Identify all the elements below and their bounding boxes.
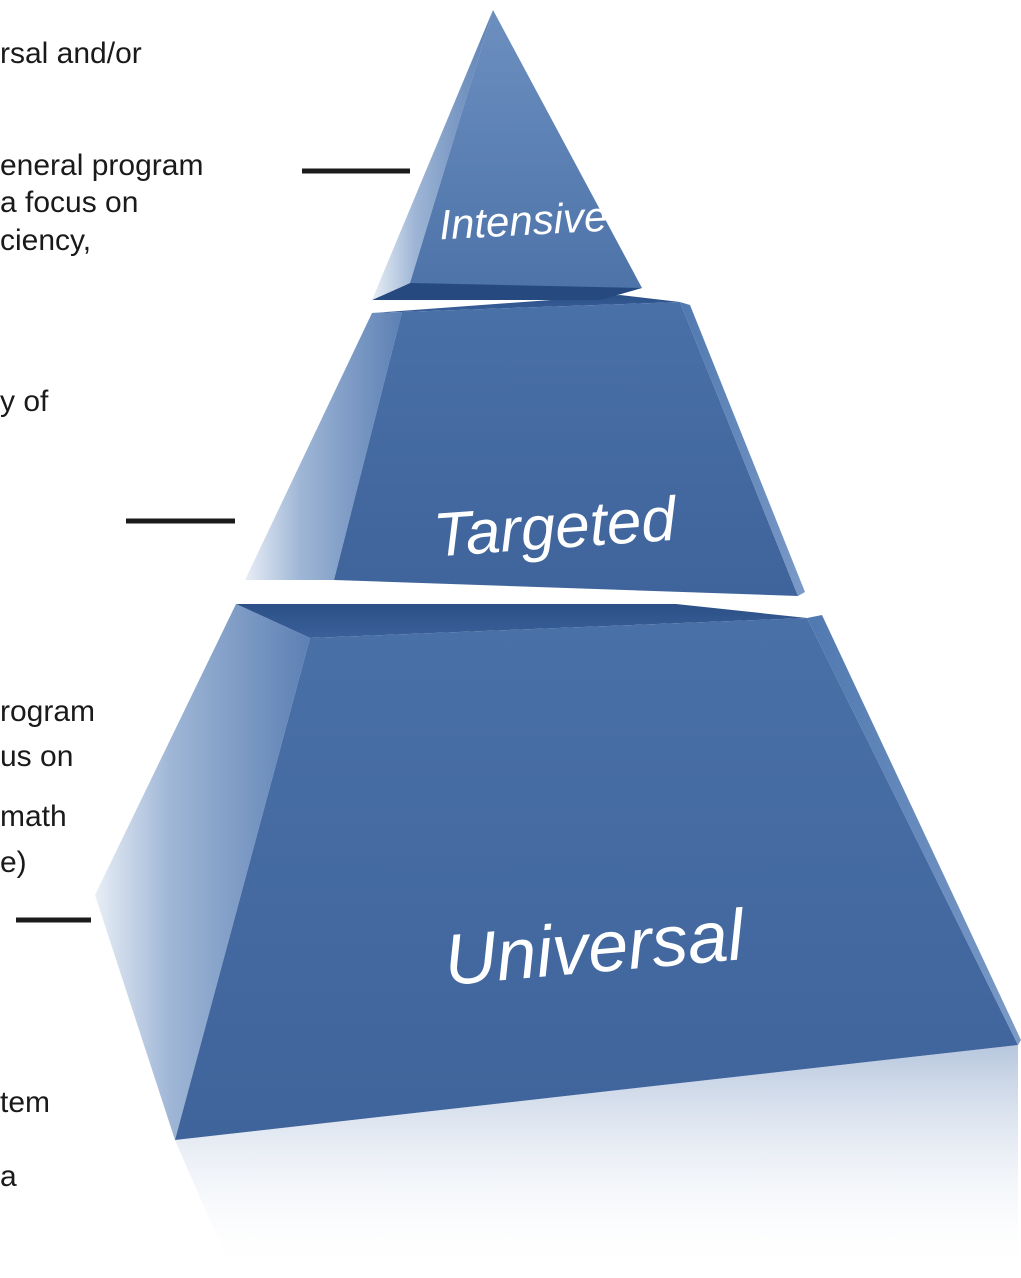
intensive-base-face	[372, 283, 642, 300]
text-fragment-7: us on	[0, 740, 74, 773]
tier-intensive: Intensive	[372, 10, 642, 300]
text-fragment-10: tem	[0, 1086, 51, 1119]
pyramid-reflection	[175, 1045, 1018, 1278]
universal-top-face	[236, 604, 807, 638]
text-fragment-9: e)	[0, 846, 27, 879]
targeted-right-face	[680, 302, 805, 596]
targeted-top-face	[372, 295, 680, 313]
text-fragment-2: eneral program	[0, 149, 204, 182]
text-fragment-3: a focus on	[0, 186, 139, 219]
tier-label-targeted: Targeted	[431, 485, 680, 571]
targeted-front-face	[334, 302, 798, 596]
text-fragment-6: rogram	[0, 695, 96, 728]
universal-right-face	[807, 615, 1021, 1045]
text-fragment-8: math	[0, 800, 67, 833]
tier-label-intensive: Intensive	[438, 193, 608, 249]
tier-universal: Universal	[95, 604, 1021, 1140]
text-fragment-4: ciency,	[0, 224, 92, 257]
universal-left-face	[95, 604, 310, 1140]
text-fragment-11: a	[0, 1160, 17, 1193]
universal-front-face	[175, 618, 1018, 1140]
intensive-front-face	[410, 10, 642, 288]
tier-targeted: Targeted	[245, 295, 805, 596]
text-fragment-1: rsal and/or	[0, 37, 142, 70]
targeted-left-face	[245, 312, 402, 580]
text-fragment-5: y of	[0, 385, 49, 418]
intensive-left-face	[372, 10, 493, 300]
